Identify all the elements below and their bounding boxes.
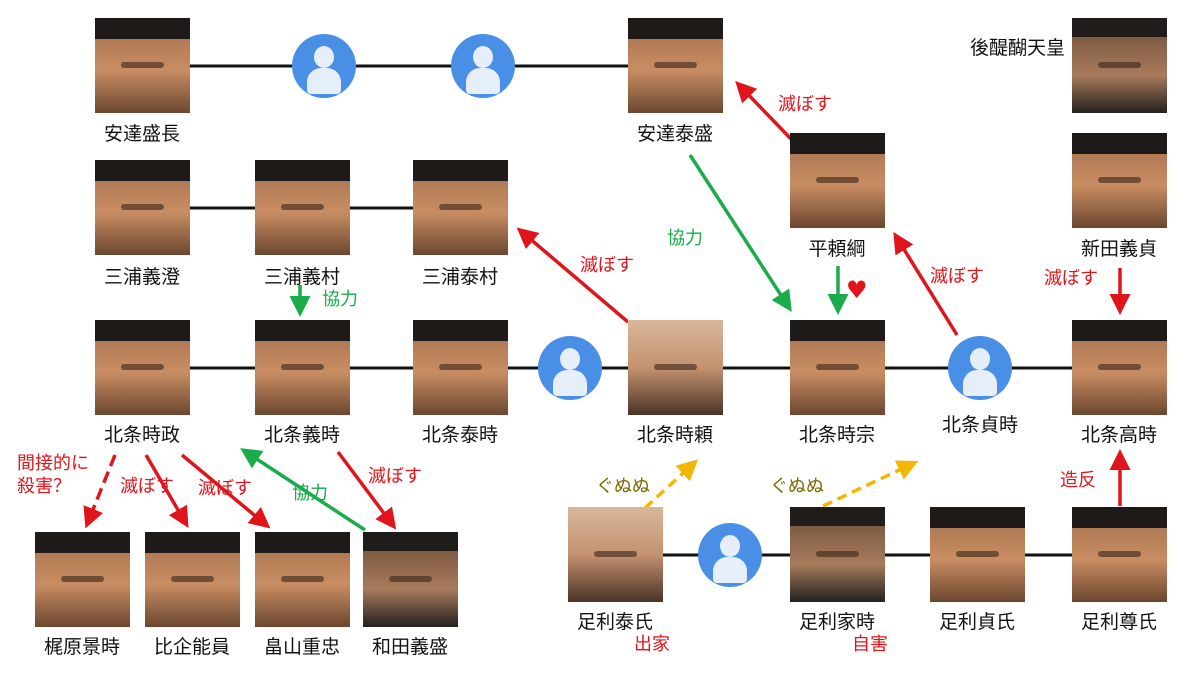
portrait-adachi-yasumori [628,18,723,113]
label-grr: ぐぬぬ [770,476,824,497]
label-cooperate: 協力 [292,483,328,504]
portrait-kajiwara-kagetoki [35,532,130,627]
name-adachi-morinaga: 安達盛長 [103,123,180,145]
portrait-hiki-yoshikazu [145,532,240,627]
name-miura-yoshizumi: 三浦義澄 [103,266,180,288]
label-cooperate: 協力 [667,228,703,249]
label-grr: ぐぬぬ [596,476,650,497]
arrow-wada-cooperates-yoshitoki [240,448,366,532]
name-wada-yoshimori: 和田義盛 [371,636,448,658]
arrow-yoshitoki-destroys-wada [336,450,397,530]
portrait-hojo-tokimasa [95,320,190,415]
name-miura-yasumura: 三浦泰村 [421,266,498,288]
person-avatar-icon [292,34,356,98]
arrow-sadatoki-destroys-yoritsuna [893,232,959,336]
portrait-miura-yasumura [413,160,508,255]
name-nitta-yoshisada: 新田義貞 [1080,238,1157,260]
portrait-adachi-morinaga [95,18,190,113]
name-godaigo: 後醍醐天皇 [969,37,1065,59]
name-hojo-tokimune: 北条時宗 [798,424,875,446]
portrait-godaigo [1072,18,1167,113]
portrait-miura-yoshizumi [95,160,190,255]
name-hatakeyama-shigetada: 畠山重忠 [263,636,340,658]
portrait-hojo-takatoki [1072,320,1167,415]
label-destroy: 滅ぼす [930,266,984,287]
person-avatar-icon [451,34,515,98]
name-ashikaga-sadauji: 足利貞氏 [938,611,1015,633]
arrow-yasuuji-grr-tokiyori [643,459,699,510]
arrow-tokimasa-destroys-hatakeyama [180,453,271,529]
portrait-hatakeyama-shigetada [255,532,350,627]
arrow-tokimasa-destroys-hiki [144,454,189,529]
portrait-miura-yoshimura [255,160,350,255]
portrait-hojo-tokiyori [628,320,723,415]
arrow-yasumori-cooperates-tokimune [688,154,792,312]
portrait-taira-yoritsuna [790,133,885,228]
label-became-monk: 出家 [634,634,670,655]
name-ashikaga-takauji: 足利尊氏 [1080,611,1157,633]
label-destroy: 滅ぼす [198,478,252,499]
arrow-ietoki-grr-sadatoki [822,460,919,508]
label-revolt: 造反 [1060,470,1096,491]
portrait-hojo-tokimune [790,320,885,415]
name-kajiwara-kagetoki: 梶原景時 [43,636,120,658]
person-avatar-icon [948,336,1012,400]
name-hojo-yoshitoki: 北条義時 [263,424,340,446]
arrow-tokimasa-kajiwara [83,454,117,529]
name-hojo-tokiyori: 北条時頼 [636,424,713,446]
label-destroy: 滅ぼす [120,476,174,497]
label-destroy: 滅ぼす [368,466,422,487]
name-ashikaga-yasuuji: 足利泰氏 [576,611,653,633]
name-adachi-yasumori: 安達泰盛 [636,123,713,145]
portrait-ashikaga-ietoki [790,507,885,602]
label-destroy: 滅ぼす [1044,268,1098,289]
name-hojo-tokimasa: 北条時政 [103,424,180,446]
label-indirect-kill: 間接的に 殺害？ [17,453,89,497]
arrow-yoritsuna-destroys-yasumori [735,80,794,142]
portrait-ashikaga-sadauji [930,507,1025,602]
name-taira-yoritsuna: 平頼綱 [808,238,866,260]
name-hojo-takatoki: 北条高時 [1080,424,1157,446]
person-avatar-icon [538,336,602,400]
name-ashikaga-ietoki: 足利家時 [798,611,875,633]
label-cooperate: 協力 [322,289,358,310]
label-suicide: 自害 [852,634,888,655]
name-hojo-sadatoki: 北条貞時 [941,414,1018,436]
portrait-wada-yoshimori [363,532,458,627]
label-destroy: 滅ぼす [580,255,634,276]
name-miura-yoshimura: 三浦義村 [263,266,340,288]
person-avatar-icon [698,523,762,587]
portrait-hojo-yasutoki [413,320,508,415]
arrow-tokiyori-destroys-yasumura [516,227,630,324]
name-hiki-yoshikazu: 比企能員 [153,636,230,658]
label-destroy: 滅ぼす [778,94,832,115]
portrait-ashikaga-takauji [1072,507,1167,602]
portrait-ashikaga-yasuuji [568,507,663,602]
name-hojo-yasutoki: 北条泰時 [421,424,498,446]
portrait-hojo-yoshitoki [255,320,350,415]
heart-icon: ♥ [846,276,868,304]
portrait-nitta-yoshisada [1072,133,1167,228]
